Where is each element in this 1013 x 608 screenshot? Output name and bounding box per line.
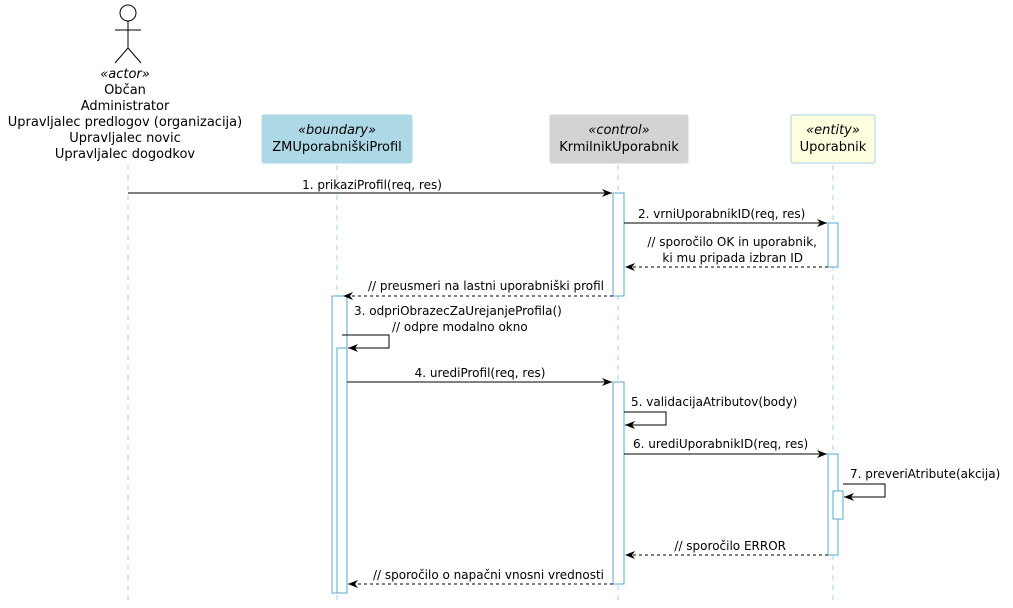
boundary-stereotype: «boundary»	[298, 123, 376, 138]
message-8-label: 6. urediUporabnikID(req, res)	[633, 437, 808, 451]
message-3-label-line-2: ki mu pripada izbran ID	[662, 251, 803, 265]
actor-line-2: Administrator	[81, 99, 170, 114]
activation-entity-1	[827, 222, 839, 268]
message-3-label-line-1: // sporočilo OK in uporabnik,	[647, 235, 817, 249]
entity-name: Uporabnik	[800, 140, 867, 155]
participant-control-box	[549, 114, 689, 164]
message-6-label: 4. urediProfil(req, res)	[415, 366, 546, 380]
message-2-label: 2. vrniUporabnikID(req, res)	[638, 207, 805, 221]
message-9-label: 7. preveriAtribute(akcija)	[850, 467, 1000, 481]
message-1-label: 1. prikaziProfil(req, res)	[302, 178, 442, 192]
activation-control-1	[612, 192, 625, 297]
message-11-label: // sporočilo o napačni vnosni vrednosti	[373, 568, 604, 582]
entity-stereotype: «entity»	[806, 123, 860, 138]
message-7-arrow	[624, 411, 667, 429]
message-10-label: // sporočilo ERROR	[674, 539, 786, 553]
actor-line-1: Občan	[104, 83, 146, 98]
actor-line-3: Upravljalec predlogov (organizacija)	[8, 115, 242, 130]
actor-line-5: Upravljalec dogodkov	[55, 147, 196, 162]
activation-entity-3	[832, 490, 844, 520]
message-5-label-line-2: // odpre modalno okno	[392, 320, 528, 334]
control-stereotype: «control»	[588, 123, 649, 138]
boundary-name: ZMUporabniškiProfil	[272, 140, 402, 155]
activation-control-2	[612, 381, 625, 585]
activation-boundary-2	[336, 347, 348, 594]
actor-line-4: Upravljalec novic	[69, 131, 181, 146]
participant-entity-box	[790, 114, 876, 164]
message-4-label: // preusmeri na lastni uporabniški profi…	[368, 279, 604, 293]
message-5-arrow	[342, 334, 390, 352]
message-7-label: 5. validacijaAtributov(body)	[631, 395, 797, 409]
message-5-label-line-1: 3. odpriObrazecZaUrejanjeProfila()	[354, 304, 562, 318]
message-9-arrow	[843, 483, 886, 501]
participant-boundary-box	[261, 114, 413, 164]
actor-stick-figure-icon	[114, 4, 142, 64]
control-name: KrmilnikUporabnik	[559, 140, 679, 155]
actor-stereotype: «actor»	[100, 67, 150, 82]
